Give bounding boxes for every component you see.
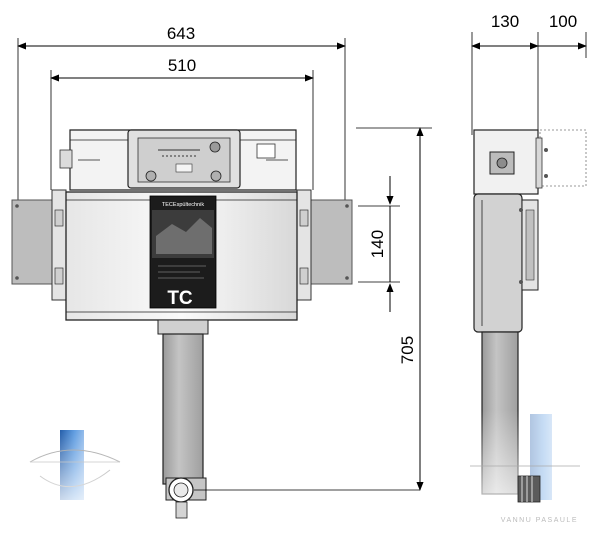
side-valve-knob — [496, 157, 508, 169]
side-bracket-slot — [525, 209, 535, 281]
side-wc-illustration — [470, 414, 580, 503]
bracket-hole — [345, 204, 349, 208]
dimension-mount-spacing: 140 — [368, 230, 387, 258]
watermark: VANNU PASAULE — [501, 517, 578, 524]
dimension-side-depth-rear: 100 — [549, 12, 577, 31]
side-mount-strip — [535, 137, 543, 189]
side-screw — [544, 174, 548, 178]
side-tank-body — [473, 193, 523, 333]
actuator-label — [175, 163, 193, 173]
side-view: 130 100 VANN — [470, 12, 587, 524]
bracket-hole — [15, 204, 19, 208]
poster-brand-line: TECEspültechnik — [162, 202, 204, 208]
dimension-frame-width: 510 — [168, 56, 196, 75]
poster-photo-shape — [156, 218, 212, 254]
outlet-spigot — [175, 501, 188, 519]
rail-clamp — [299, 267, 309, 285]
bracket-hole — [345, 276, 349, 280]
poster-logo: TC — [167, 288, 193, 309]
rail-clamp — [54, 267, 64, 285]
outlet-inner-ring — [173, 482, 189, 498]
wc-illustration — [29, 428, 130, 508]
side-screw — [519, 280, 523, 284]
dimension-overall-height: 705 — [398, 336, 417, 364]
flush-pipe — [162, 333, 204, 485]
housing-window — [256, 143, 276, 159]
rail-clamp — [299, 209, 309, 227]
dimension-side-depth-front: 130 — [491, 12, 519, 31]
front-view: 643 510 — [11, 24, 432, 519]
tank-outlet-neck — [157, 319, 209, 335]
wc-fade-overlay — [30, 428, 130, 508]
bracket-hole — [15, 276, 19, 280]
side-outlet-fitting — [517, 475, 541, 503]
actuator-screw-right — [210, 170, 222, 182]
side-screw — [544, 148, 548, 152]
left-wall-bracket — [11, 199, 57, 285]
dimension-overall-width: 643 — [167, 24, 195, 43]
actuator-screw-left — [145, 170, 157, 182]
rail-clamp — [54, 209, 64, 227]
side-screw — [519, 208, 523, 212]
right-wall-bracket — [307, 199, 353, 285]
actuator-knob — [209, 141, 221, 153]
left-inlet-valve — [59, 149, 73, 169]
